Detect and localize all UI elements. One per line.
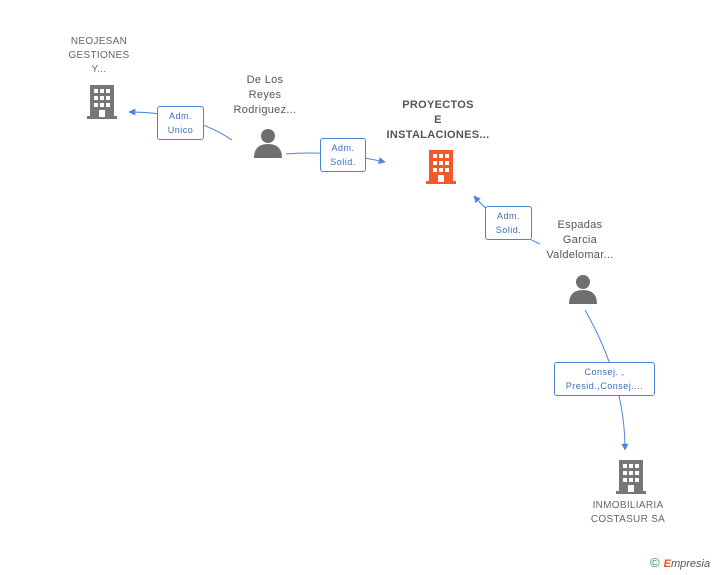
edge3-line-1: Adm.: [496, 211, 520, 221]
edge2-line-1: Adm.: [331, 143, 355, 153]
person-icon[interactable]: [568, 274, 598, 304]
edge-label-adm-solid-2[interactable]: Adm. Solid.: [485, 206, 532, 240]
building-icon[interactable]: [87, 85, 117, 119]
footer-brand[interactable]: ©Empresia: [650, 555, 710, 570]
person-icon[interactable]: [253, 128, 283, 158]
brand-initial: E: [663, 558, 671, 570]
delosreyes-line-1: De Los: [246, 74, 284, 86]
proyectos-line-1: PROYECTOS: [402, 99, 474, 111]
edge-label-consej-presid[interactable]: Consej. , Presid.,Consej....: [554, 362, 655, 396]
edge1-line-2: Unico: [167, 125, 194, 135]
neojesan-line-3: Y...: [91, 64, 107, 75]
brand-name: mpresia: [670, 558, 711, 570]
delosreyes-line-3: Rodriguez...: [233, 104, 297, 116]
node-label-neojesan[interactable]: NEOJESAN GESTIONES Y...: [50, 35, 148, 77]
espadas-line-2: Garcia: [562, 234, 598, 246]
delosreyes-line-2: Reyes: [248, 89, 282, 101]
neojesan-line-1: NEOJESAN: [70, 36, 128, 47]
edge4-line-2: Presid.,Consej....: [565, 381, 644, 391]
inmobiliaria-line-1: INMOBILIARIA: [592, 500, 664, 511]
neojesan-line-2: GESTIONES: [68, 50, 130, 61]
building-icon[interactable]: [616, 460, 646, 494]
edge1-line-1: Adm.: [168, 111, 192, 121]
node-label-delosreyes[interactable]: De Los Reyes Rodriguez...: [215, 73, 315, 118]
proyectos-line-3: INSTALACIONES...: [386, 129, 490, 141]
proyectos-line-2: E: [434, 114, 442, 126]
copyright-symbol: ©: [650, 555, 660, 570]
inmobiliaria-line-2: COSTASUR SA: [590, 514, 666, 525]
edge2-line-2: Solid.: [330, 157, 356, 167]
edge-label-adm-unico[interactable]: Adm. Unico: [157, 106, 204, 140]
node-label-proyectos[interactable]: PROYECTOS E INSTALACIONES...: [378, 98, 498, 143]
edge-label-adm-solid-1[interactable]: Adm. Solid.: [320, 138, 366, 172]
node-label-espadas[interactable]: Espadas Garcia Valdelomar...: [530, 218, 630, 263]
edge4-line-1: Consej. ,: [584, 367, 625, 377]
espadas-line-3: Valdelomar...: [546, 249, 614, 261]
node-label-inmobiliaria[interactable]: INMOBILIARIA COSTASUR SA: [573, 499, 683, 527]
main-company-building-icon[interactable]: [425, 150, 457, 184]
edge3-line-2: Solid.: [495, 225, 522, 235]
espadas-line-1: Espadas: [557, 219, 603, 231]
